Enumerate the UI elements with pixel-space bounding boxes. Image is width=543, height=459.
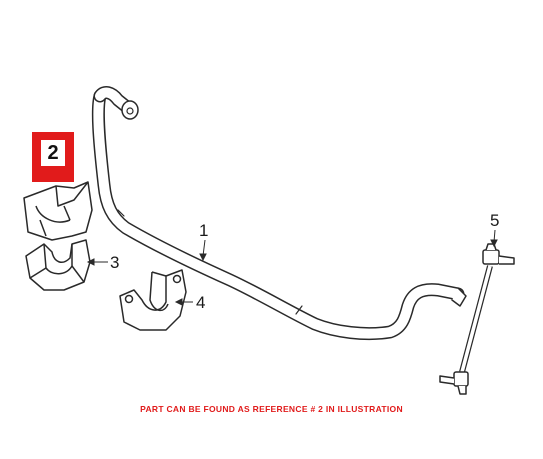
callout-4: 4 [196, 293, 205, 312]
stabilizer-link [439, 243, 515, 395]
reference-note: PART CAN BE FOUND AS REFERENCE # 2 IN IL… [140, 404, 403, 414]
callout-5: 5 [490, 211, 499, 230]
stabilizer-bushing-lower [25, 239, 91, 291]
highlight-callout-2: 2 [32, 132, 74, 182]
callout-3: 3 [110, 253, 119, 272]
stabilizer-bar [91, 86, 467, 341]
callout-2: 2 [41, 140, 65, 166]
callout-leaders [86, 229, 498, 306]
stabilizer-bushing-upper [23, 181, 93, 241]
callout-1: 1 [199, 221, 208, 240]
stabilizer-bracket [119, 269, 187, 331]
